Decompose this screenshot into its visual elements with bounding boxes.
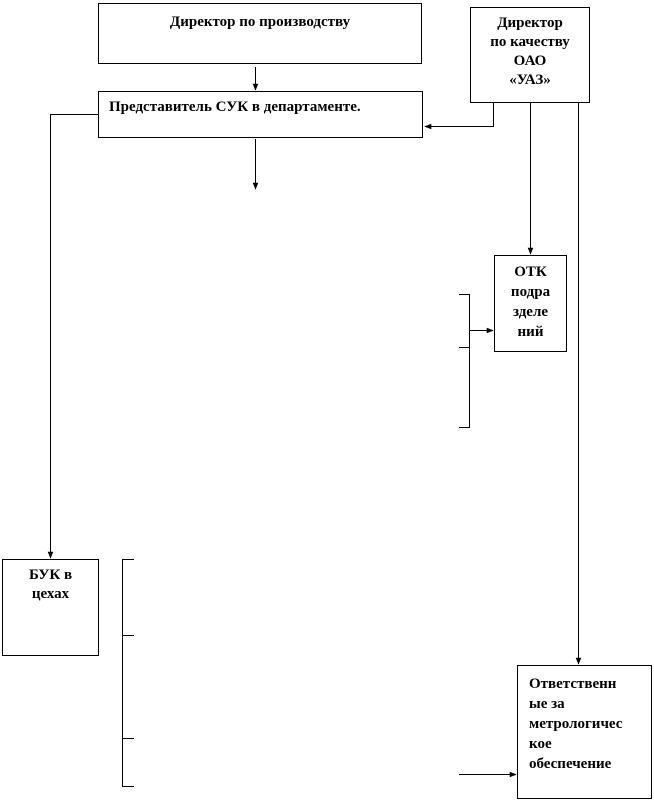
node-metrology: Ответственн ые за метрологичес кое обесп… (517, 665, 652, 799)
bracket-buk (122, 559, 134, 787)
node-otk: ОТК подра зделе ний (494, 255, 567, 352)
node-otk-line-4: ний (517, 324, 544, 340)
node-metrology-line-5: обеспечение (529, 756, 612, 772)
node-buk-line-2: цехах (31, 586, 70, 602)
arrow-quality-to-rep (424, 103, 494, 130)
node-quality-director: Директор по качеству ОАО «УАЗ» (470, 7, 590, 103)
node-quality-director-line-4: «УАЗ» (509, 72, 551, 88)
node-otk-line-2: подра (510, 284, 551, 300)
node-production-director-label: Директор по производству (169, 14, 351, 30)
node-otk-line-3: зделе (512, 304, 549, 320)
node-quality-director-line-3: ОАО (513, 53, 547, 69)
node-buk: БУК в цехах (2, 559, 99, 656)
bracket-otk (459, 294, 470, 428)
node-metrology-line-1: Ответственн (529, 676, 617, 692)
node-suk-representative-label: Представитель СУК в департаменте. (109, 99, 361, 115)
node-quality-director-line-2: по качеству (490, 34, 570, 50)
node-metrology-line-4: кое (529, 736, 552, 752)
node-production-director: Директор по производству (98, 3, 422, 64)
node-metrology-line-2: ые за (529, 696, 565, 712)
node-otk-line-1: ОТК (514, 264, 547, 280)
arrow-rep-to-buk (47, 114, 98, 559)
node-suk-representative: Представитель СУК в департаменте. (98, 91, 423, 138)
node-metrology-line-3: метрологичес (529, 716, 623, 732)
node-buk-line-1: БУК в (28, 567, 73, 583)
node-quality-director-line-1: Директор (497, 15, 563, 31)
